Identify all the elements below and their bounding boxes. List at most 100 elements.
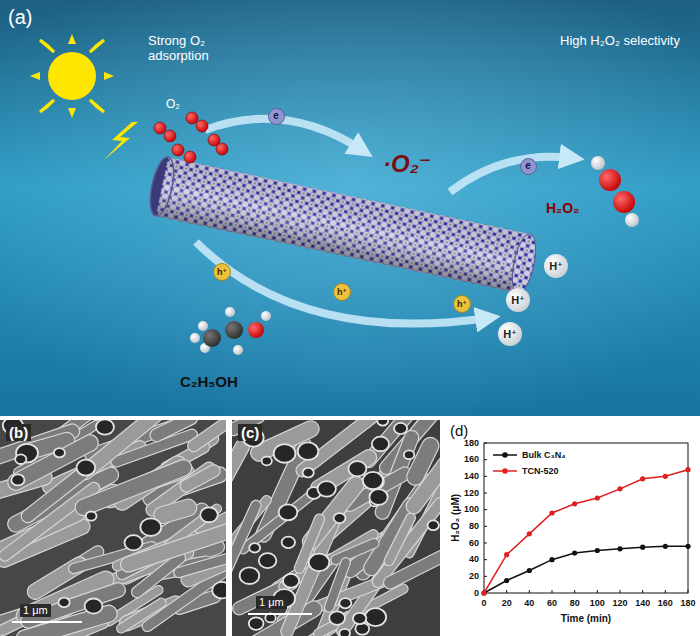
- tick-label: 180: [680, 598, 695, 608]
- tick-label: 20: [502, 598, 512, 608]
- legend-item: TCN-520: [492, 466, 559, 476]
- data-point: [663, 544, 668, 549]
- scale-label: 1 μm: [20, 604, 51, 617]
- node-text: H⁺: [503, 329, 517, 340]
- tick-label: 40: [469, 554, 479, 564]
- proton-sphere: H⁺: [544, 254, 568, 278]
- tick-mark: [484, 493, 487, 494]
- tick-mark: [484, 459, 487, 460]
- legend-sample: [492, 450, 518, 460]
- tube-opening: [96, 420, 114, 435]
- tick-mark: [552, 590, 553, 593]
- legend-text: TCN-520: [522, 466, 559, 476]
- tube-opening: [353, 613, 366, 624]
- scale-bar: [248, 613, 312, 615]
- node-text: e: [273, 111, 279, 121]
- tube-opening: [339, 598, 351, 608]
- tick-mark: [484, 559, 487, 560]
- legend-sample: [492, 466, 518, 476]
- tick-label: 80: [570, 598, 580, 608]
- tick-mark: [484, 509, 487, 510]
- data-line: [484, 546, 688, 593]
- tick-mark: [506, 590, 507, 593]
- nanotube-texture: [329, 537, 380, 566]
- tick-mark: [688, 590, 689, 593]
- tube-opening: [274, 444, 296, 463]
- data-point: [549, 510, 554, 515]
- tube-opening: [282, 537, 295, 548]
- data-point: [663, 474, 668, 479]
- tick-mark: [484, 543, 487, 544]
- tube-opening: [15, 454, 26, 464]
- hole-circle: h⁺: [453, 295, 471, 313]
- tick-mark: [484, 443, 487, 444]
- light-bolt: [104, 122, 138, 160]
- tick-label: 60: [547, 598, 557, 608]
- tube-opening: [140, 518, 161, 536]
- tick-label: 20: [469, 571, 479, 581]
- tube-opening: [86, 511, 97, 520]
- plot-frame: [484, 443, 688, 593]
- tick-label: 120: [612, 598, 627, 608]
- tube-opening: [262, 457, 272, 466]
- nanotube-texture: [232, 499, 263, 601]
- panel-label: (b): [6, 424, 31, 441]
- legend-item: Bulk C₃N₄: [492, 450, 565, 460]
- node-text: H⁺: [549, 261, 563, 272]
- axis-title: H₂O₂ (μM): [450, 494, 462, 542]
- tube-opening: [58, 598, 69, 608]
- tube-opening: [339, 629, 350, 636]
- nanotube-texture: [115, 596, 168, 634]
- tick-label: 0: [481, 598, 486, 608]
- tube-opening: [334, 513, 346, 523]
- tick-mark: [574, 590, 575, 593]
- tube-opening: [200, 507, 218, 522]
- tick-label: 160: [658, 598, 673, 608]
- tick-label: 80: [469, 521, 479, 531]
- nanotube-texture: [381, 545, 440, 591]
- proton-sphere: H⁺: [498, 322, 522, 346]
- data-point: [504, 578, 509, 583]
- data-point: [481, 590, 486, 595]
- node-text: h⁺: [337, 288, 347, 297]
- annotation: Strong O₂ adsorption: [148, 34, 268, 64]
- tick-label: 140: [464, 471, 479, 481]
- nanotube: [146, 155, 540, 295]
- tick-mark: [620, 590, 621, 593]
- sem-image: [0, 420, 226, 636]
- tick-mark: [484, 526, 487, 527]
- data-point: [504, 552, 509, 557]
- nanotube-texture: [383, 511, 418, 567]
- tube-opening: [363, 472, 383, 489]
- tick-label: 180: [464, 438, 479, 448]
- data-point: [527, 531, 532, 536]
- tube-opening: [77, 460, 96, 476]
- tube-opening: [318, 481, 336, 497]
- panel-label: (a): [8, 6, 32, 29]
- data-point: [572, 550, 577, 555]
- tube-opening: [240, 567, 260, 584]
- nanotube-texture: [403, 445, 440, 517]
- hole-circle: h⁺: [213, 263, 231, 281]
- scale-bar: [12, 621, 82, 623]
- tube-opening: [309, 554, 330, 572]
- molecule-label: O₂: [166, 98, 180, 112]
- data-point: [595, 495, 600, 500]
- data-point: [685, 544, 690, 549]
- node-text: e: [525, 161, 531, 171]
- tube-opening: [85, 598, 103, 613]
- legend-marker: [502, 468, 508, 474]
- tick-label: 100: [464, 504, 479, 514]
- radical-label: ·O₂⁻: [383, 150, 431, 178]
- sun: [30, 34, 114, 118]
- ethanol-molecule: [190, 307, 271, 355]
- tube-opening: [363, 473, 383, 490]
- tube-opening: [303, 468, 314, 478]
- data-point: [640, 476, 645, 481]
- tick-mark: [642, 590, 643, 593]
- node-text: H⁺: [511, 295, 525, 306]
- tick-label: 140: [635, 598, 650, 608]
- data-point: [481, 590, 486, 595]
- legend-marker: [502, 452, 508, 458]
